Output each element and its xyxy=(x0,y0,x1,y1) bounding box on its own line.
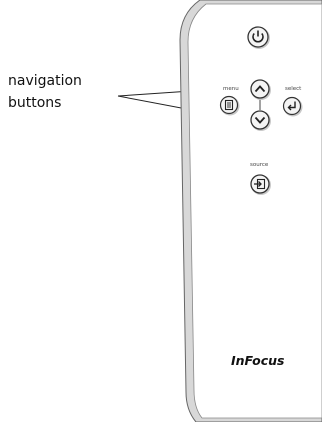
callout-label-line1: navigation xyxy=(8,73,82,89)
source-icon xyxy=(254,178,266,190)
chevron-up-icon xyxy=(254,85,266,93)
source-label: source xyxy=(250,162,269,168)
enter-icon xyxy=(287,101,296,111)
chevron-down-icon xyxy=(254,116,266,124)
menu-button[interactable] xyxy=(219,95,240,116)
callout-label-line2: buttons xyxy=(8,95,62,111)
brand-logo-text: InFocus xyxy=(231,353,284,368)
nav-up-button[interactable] xyxy=(250,79,271,100)
select-label: select xyxy=(285,86,302,92)
power-icon xyxy=(252,30,264,43)
menu-icon xyxy=(224,99,234,111)
select-button[interactable] xyxy=(282,96,303,117)
nav-down-button[interactable] xyxy=(250,110,271,131)
power-button[interactable] xyxy=(247,26,270,49)
source-button[interactable] xyxy=(250,174,271,195)
menu-label: menu xyxy=(223,86,239,92)
